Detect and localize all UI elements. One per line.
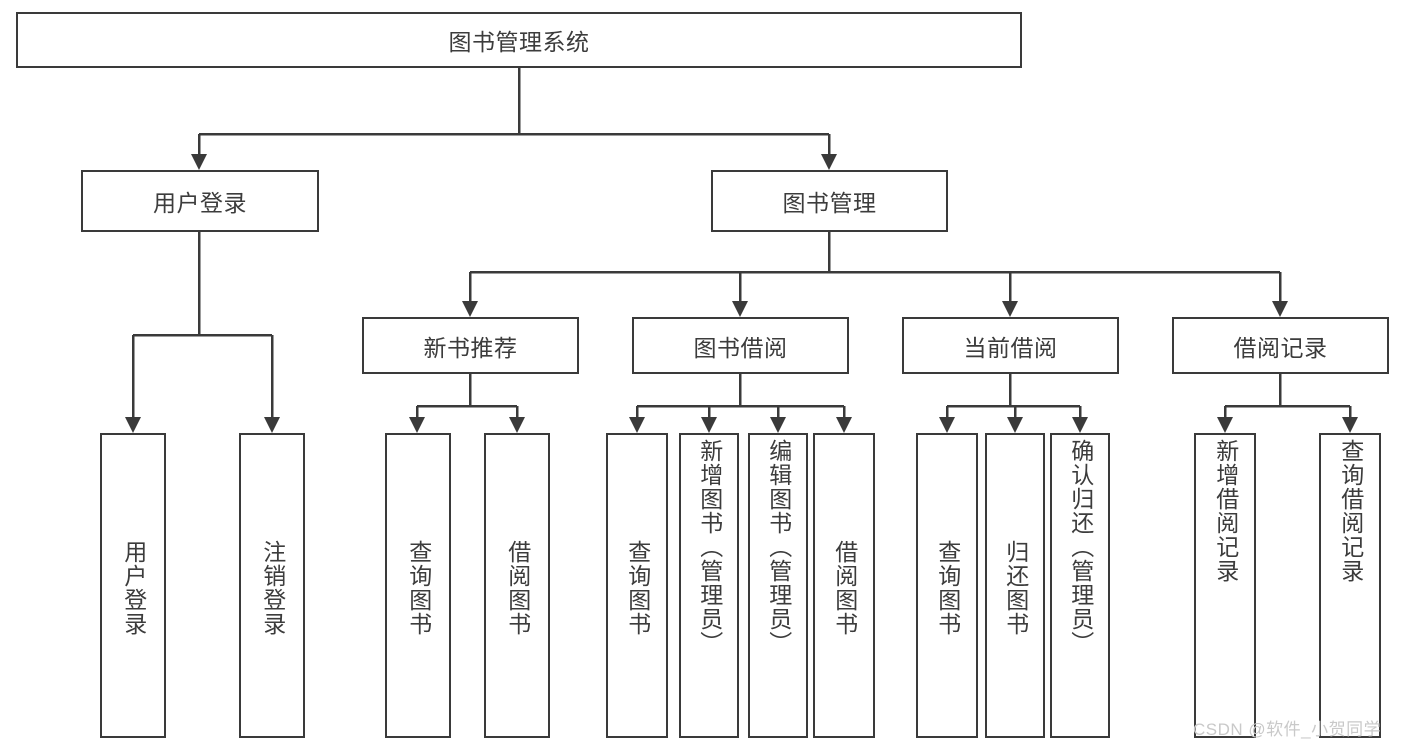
node-label-leaf-add-record: 新增借阅记录 [1212,439,1239,583]
node-label-leaf-borrow-book: 借阅图书 [831,539,858,636]
group-0-leaf-arrow-0-head [409,417,425,433]
node-leaf-add-book[interactable]: 新增图书（管理员） [679,433,739,738]
user-leaf-arrow-0-head [125,417,141,433]
node-label-book-manage: 图书管理 [782,190,877,216]
node-label-leaf-add-book: 新增图书（管理员） [696,439,723,655]
node-leaf-add-record[interactable]: 新增借阅记录 [1194,433,1256,738]
node-borrow-record[interactable]: 借阅记录 [1172,317,1389,374]
node-new-book-rec[interactable]: 新书推荐 [362,317,579,374]
node-label-leaf-borrow-book-rec: 借阅图书 [504,539,531,636]
node-leaf-query-book-cur[interactable]: 查询图书 [916,433,978,738]
group-3-leaf-arrow-0-head [1217,417,1233,433]
node-leaf-return-book[interactable]: 归还图书 [985,433,1045,738]
node-label-current-borrow: 当前借阅 [963,334,1058,361]
book-child-arrow-2-head [1002,301,1018,317]
book-child-arrow-1-head [732,301,748,317]
group-1-leaf-arrow-1-head [701,417,717,433]
group-1-leaf-arrow-2-head [770,417,786,433]
node-leaf-query-book-borrow[interactable]: 查询图书 [606,433,668,738]
root-child-arrow-1-head [821,154,837,170]
node-label-leaf-query-book-cur: 查询图书 [934,539,961,636]
node-label-root: 图书管理系统 [448,29,590,55]
node-root[interactable]: 图书管理系统 [16,12,1022,68]
node-label-leaf-query-book-borrow: 查询图书 [624,539,651,636]
group-0-leaf-arrow-1-head [509,417,525,433]
node-label-leaf-edit-book: 编辑图书（管理员） [765,439,792,655]
node-current-borrow[interactable]: 当前借阅 [902,317,1119,374]
node-leaf-edit-book[interactable]: 编辑图书（管理员） [748,433,808,738]
user-leaf-arrow-1-head [264,417,280,433]
book-child-arrow-3-head [1272,301,1288,317]
csdn-watermark: CSDN @软件_小贺同学 [1193,720,1382,739]
book-child-arrow-0-head [462,301,478,317]
node-leaf-confirm-return[interactable]: 确认归还（管理员） [1050,433,1110,738]
node-book-borrow[interactable]: 图书借阅 [632,317,849,374]
node-leaf-logout[interactable]: 注销登录 [239,433,305,738]
group-1-leaf-arrow-0-head [629,417,645,433]
node-label-new-book-rec: 新书推荐 [423,334,518,361]
node-label-leaf-user-login: 用户登录 [120,539,147,636]
node-label-leaf-return-book: 归还图书 [1002,539,1029,636]
node-book-manage[interactable]: 图书管理 [711,170,948,232]
node-leaf-user-login[interactable]: 用户登录 [100,433,166,738]
node-user-login[interactable]: 用户登录 [81,170,319,232]
group-1-leaf-arrow-3-head [836,417,852,433]
node-leaf-query-record[interactable]: 查询借阅记录 [1319,433,1381,738]
group-3-leaf-arrow-1-head [1342,417,1358,433]
node-label-leaf-query-record: 查询借阅记录 [1337,439,1364,583]
node-label-leaf-logout: 注销登录 [259,539,286,636]
node-label-user-login: 用户登录 [153,190,247,216]
node-leaf-query-book-rec[interactable]: 查询图书 [385,433,451,738]
node-label-borrow-record: 借阅记录 [1233,334,1328,361]
node-leaf-borrow-book[interactable]: 借阅图书 [813,433,875,738]
node-label-leaf-query-book-rec: 查询图书 [405,539,432,636]
root-child-arrow-0-head [191,154,207,170]
node-label-book-borrow: 图书借阅 [693,334,788,361]
group-2-leaf-arrow-1-head [1007,417,1023,433]
group-2-leaf-arrow-2-head [1072,417,1088,433]
node-label-leaf-confirm-return: 确认归还（管理员） [1067,439,1094,655]
node-leaf-borrow-book-rec[interactable]: 借阅图书 [484,433,550,738]
group-2-leaf-arrow-0-head [939,417,955,433]
